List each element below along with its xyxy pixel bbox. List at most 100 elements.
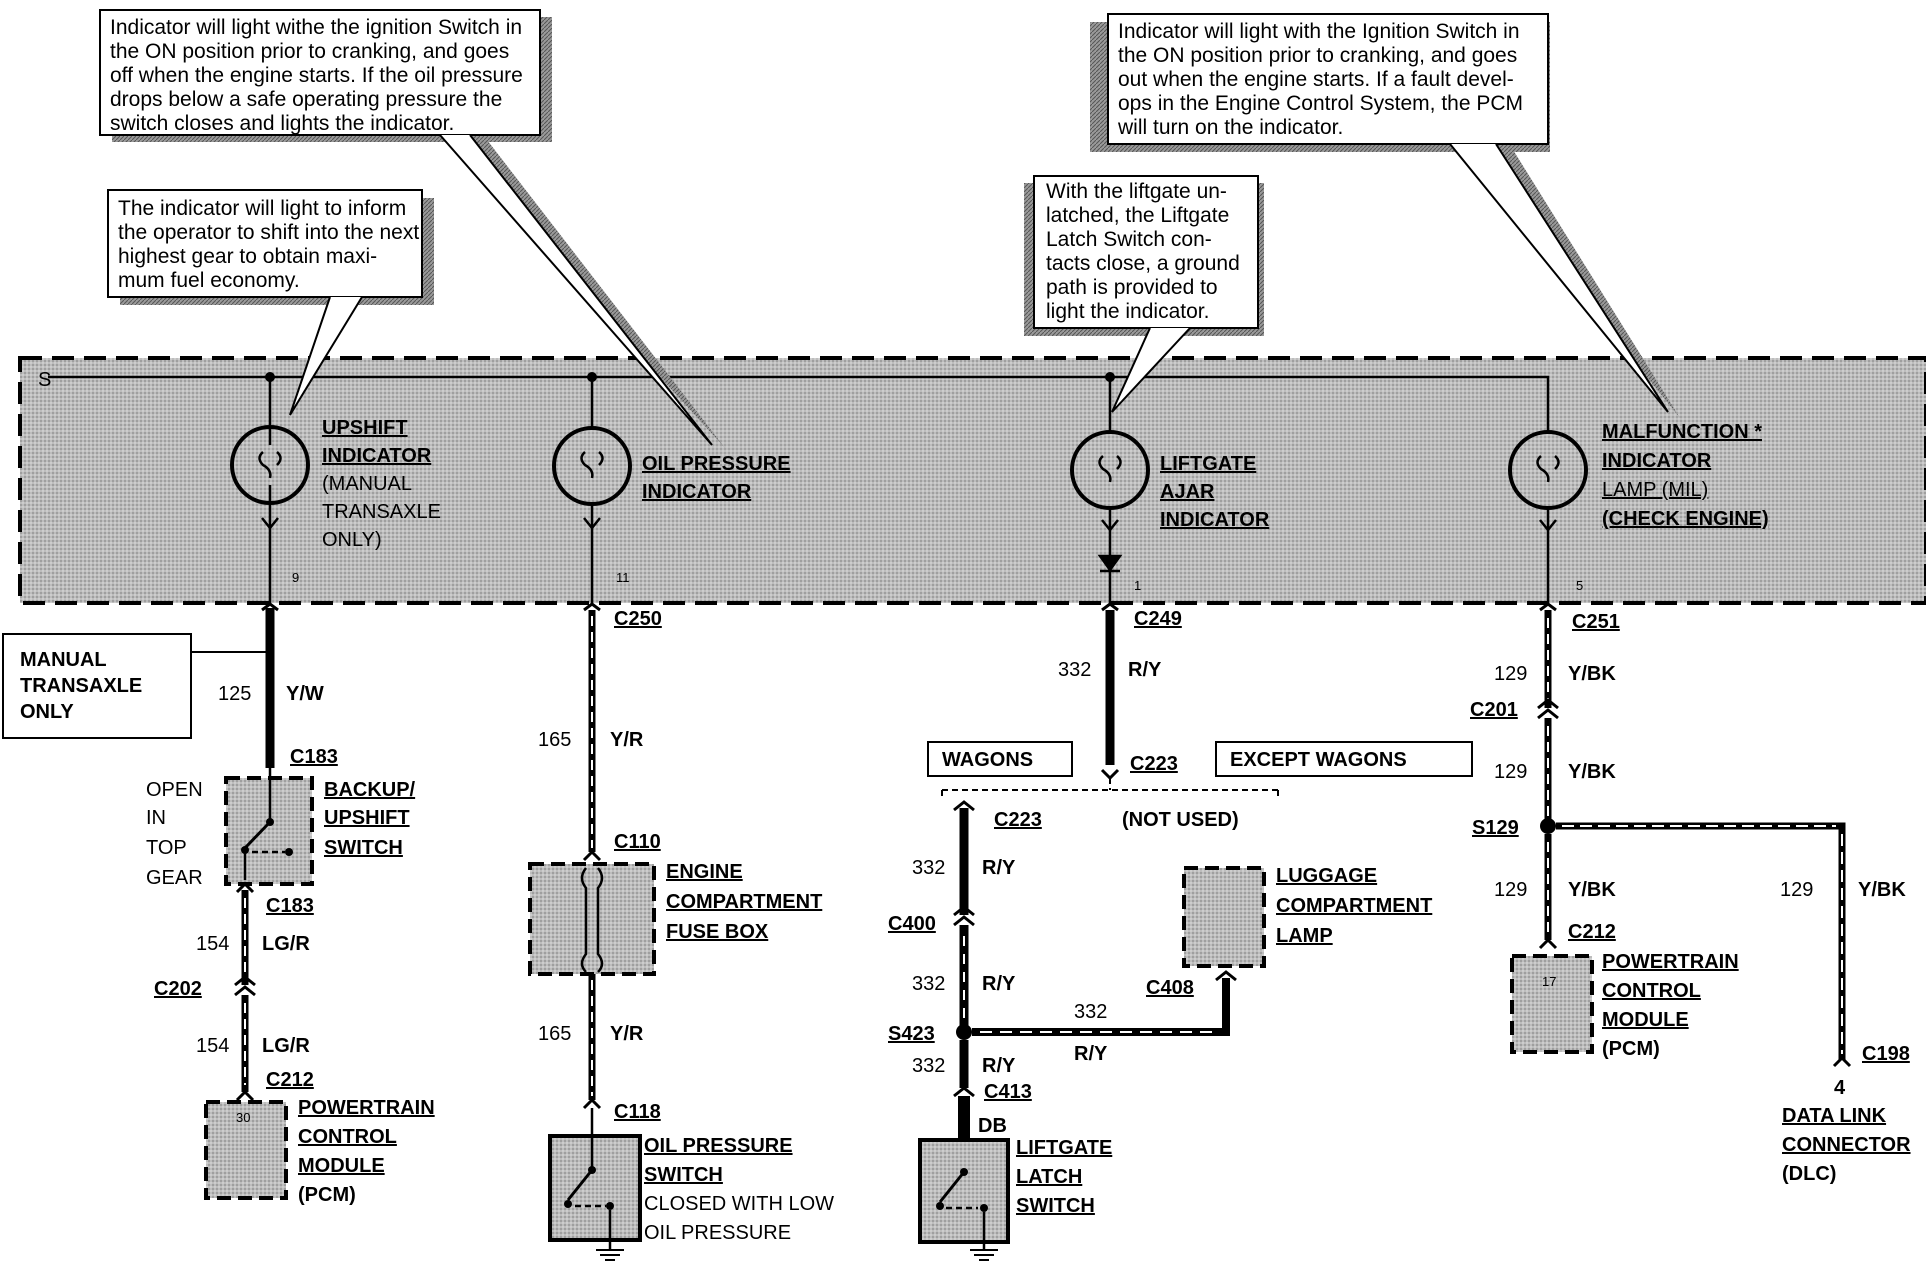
liftgate-ajar-indicator-bulb: 1	[1070, 372, 1150, 605]
powertrain-control-module-1	[204, 1100, 288, 1200]
svg-text:CONTROL: CONTROL	[1602, 980, 1701, 1002]
svg-text:highest gear to obtain maxi-: highest gear to obtain maxi-	[118, 245, 377, 268]
svg-text:C408: C408	[1146, 977, 1194, 999]
svg-text:129: 129	[1780, 879, 1813, 901]
svg-text:C212: C212	[266, 1069, 314, 1091]
svg-text:R/Y: R/Y	[1074, 1043, 1108, 1065]
svg-text:DB: DB	[978, 1115, 1007, 1137]
svg-text:LIFTGATE: LIFTGATE	[1160, 453, 1256, 475]
engine-compartment-fuse-box	[528, 862, 656, 976]
oil-pressure-indicator-bulb: 11	[552, 372, 632, 605]
svg-text:MANUAL: MANUAL	[20, 649, 107, 671]
svg-text:POWERTRAIN: POWERTRAIN	[1602, 951, 1739, 973]
svg-text:C400: C400	[888, 913, 936, 935]
svg-text:R/Y: R/Y	[982, 857, 1016, 879]
svg-text:LATCH: LATCH	[1016, 1166, 1082, 1188]
svg-text:TRANSAXLE: TRANSAXLE	[322, 501, 441, 523]
svg-text:drops below a safe operating p: drops below a safe operating pressure th…	[110, 88, 502, 111]
svg-text:OIL PRESSURE: OIL PRESSURE	[642, 453, 791, 475]
svg-text:(PCM): (PCM)	[298, 1184, 356, 1206]
svg-text:Y/W: Y/W	[286, 683, 324, 705]
svg-text:SWITCH: SWITCH	[1016, 1195, 1095, 1217]
svg-text:C183: C183	[266, 895, 314, 917]
svg-text:332: 332	[912, 1055, 945, 1077]
malfunction-indicator-lamp-label: MALFUNCTION * INDICATOR LAMP (MIL) (CHEC…	[1602, 421, 1769, 530]
svg-text:the operator to shift into the: the operator to shift into the next	[118, 221, 419, 244]
svg-text:165: 165	[538, 729, 571, 751]
svg-text:154: 154	[196, 933, 229, 955]
svg-text:POWERTRAIN: POWERTRAIN	[298, 1097, 435, 1119]
svg-text:MODULE: MODULE	[1602, 1009, 1689, 1031]
svg-text:S423: S423	[888, 1023, 935, 1045]
svg-text:Latch Switch con-: Latch Switch con-	[1046, 228, 1212, 251]
svg-text:MALFUNCTION *: MALFUNCTION *	[1602, 421, 1762, 443]
svg-text:4: 4	[1834, 1077, 1846, 1099]
svg-text:LG/R: LG/R	[262, 1035, 310, 1057]
svg-text:TOP: TOP	[146, 837, 187, 859]
liftgate-latch-switch	[918, 1138, 1010, 1244]
splice-s423	[956, 1024, 972, 1040]
svg-text:mum fuel economy.: mum fuel economy.	[118, 269, 300, 292]
svg-text:latched, the Liftgate: latched, the Liftgate	[1046, 204, 1229, 227]
svg-text:tacts close, a ground: tacts close, a ground	[1046, 252, 1240, 275]
svg-text:Y/BK: Y/BK	[1568, 879, 1616, 901]
svg-text:C249: C249	[1134, 608, 1182, 630]
upshift-indicator-bulb: 9	[230, 372, 310, 605]
svg-text:17: 17	[1542, 974, 1556, 989]
svg-text:ENGINE: ENGINE	[666, 861, 743, 883]
callout-liftgate: With the liftgate un- latched, the Liftg…	[1024, 175, 1264, 413]
svg-text:9: 9	[292, 570, 299, 585]
svg-text:ops in the Engine Control Syst: ops in the Engine Control System, the PC…	[1118, 92, 1523, 115]
svg-text:R/Y: R/Y	[982, 973, 1016, 995]
svg-text:AJAR: AJAR	[1160, 481, 1215, 503]
svg-text:OPEN: OPEN	[146, 779, 203, 801]
callout-oil-pressure: Indicator will light withe the ignition …	[99, 9, 725, 448]
svg-text:path is provided to: path is provided to	[1046, 276, 1218, 299]
svg-text:FUSE BOX: FUSE BOX	[666, 921, 769, 943]
svg-text:R/Y: R/Y	[1128, 659, 1162, 681]
svg-text:C183: C183	[290, 746, 338, 768]
svg-text:IN: IN	[146, 807, 166, 829]
svg-text:WAGONS: WAGONS	[942, 749, 1033, 771]
svg-text:off when the engine starts. I: off when the engine starts. If the oil p…	[110, 64, 523, 87]
svg-text:UPSHIFT: UPSHIFT	[322, 417, 408, 439]
column-oil-pressure-circuit: C250 165 Y/R C110 ENGINE COMPARTMENT FUS…	[528, 602, 834, 1261]
oil-pressure-switch	[548, 1134, 642, 1242]
svg-text:5: 5	[1576, 578, 1583, 593]
callout-mil: Indicator will light with the Ignition S…	[1090, 13, 1680, 418]
svg-text:1: 1	[1134, 578, 1141, 593]
svg-text:OIL PRESSURE: OIL PRESSURE	[644, 1222, 791, 1244]
liftgate-ajar-indicator-label: LIFTGATE AJAR INDICATOR	[1160, 453, 1270, 531]
svg-text:11: 11	[616, 570, 630, 585]
svg-text:EXCEPT WAGONS: EXCEPT WAGONS	[1230, 749, 1407, 771]
svg-text:the ON position prior to crank: the ON position prior to cranking, and g…	[110, 40, 509, 63]
svg-text:332: 332	[1058, 659, 1091, 681]
svg-text:C198: C198	[1862, 1043, 1910, 1065]
svg-text:GEAR: GEAR	[146, 867, 203, 889]
svg-text:Y/BK: Y/BK	[1568, 761, 1616, 783]
svg-text:OIL PRESSURE: OIL PRESSURE	[644, 1135, 793, 1157]
svg-text:COMPARTMENT: COMPARTMENT	[666, 891, 822, 913]
svg-text:(DLC): (DLC)	[1782, 1163, 1836, 1185]
column-upshift-circuit: C183 125 Y/W MANUAL TRANSAXLE ONLY OPEN …	[2, 602, 435, 1206]
svg-text:Indicator will light withe the: Indicator will light withe the ignition …	[110, 16, 522, 39]
svg-text:Y/R: Y/R	[610, 1023, 644, 1045]
svg-text:Y/BK: Y/BK	[1568, 663, 1616, 685]
svg-text:DATA LINK: DATA LINK	[1782, 1105, 1887, 1127]
ground-icon	[970, 1249, 998, 1261]
svg-text:LAMP (MIL): LAMP (MIL)	[1602, 479, 1708, 501]
svg-text:(PCM): (PCM)	[1602, 1038, 1660, 1060]
svg-text:CONNECTOR: CONNECTOR	[1782, 1134, 1911, 1156]
svg-text:Y/BK: Y/BK	[1858, 879, 1906, 901]
svg-text:C251: C251	[1572, 611, 1620, 633]
svg-text:COMPARTMENT: COMPARTMENT	[1276, 895, 1432, 917]
luggage-compartment-lamp	[1182, 866, 1266, 968]
svg-text:LIFTGATE: LIFTGATE	[1016, 1137, 1112, 1159]
powertrain-control-module-2	[1510, 954, 1594, 1054]
svg-text:C223: C223	[994, 809, 1042, 831]
svg-text:The indicator will light to in: The indicator will light to inform	[118, 197, 406, 220]
svg-text:C118: C118	[614, 1101, 661, 1123]
svg-text:332: 332	[912, 973, 945, 995]
svg-text:INDICATOR: INDICATOR	[322, 445, 432, 467]
svg-text:(MANUAL: (MANUAL	[322, 473, 412, 495]
